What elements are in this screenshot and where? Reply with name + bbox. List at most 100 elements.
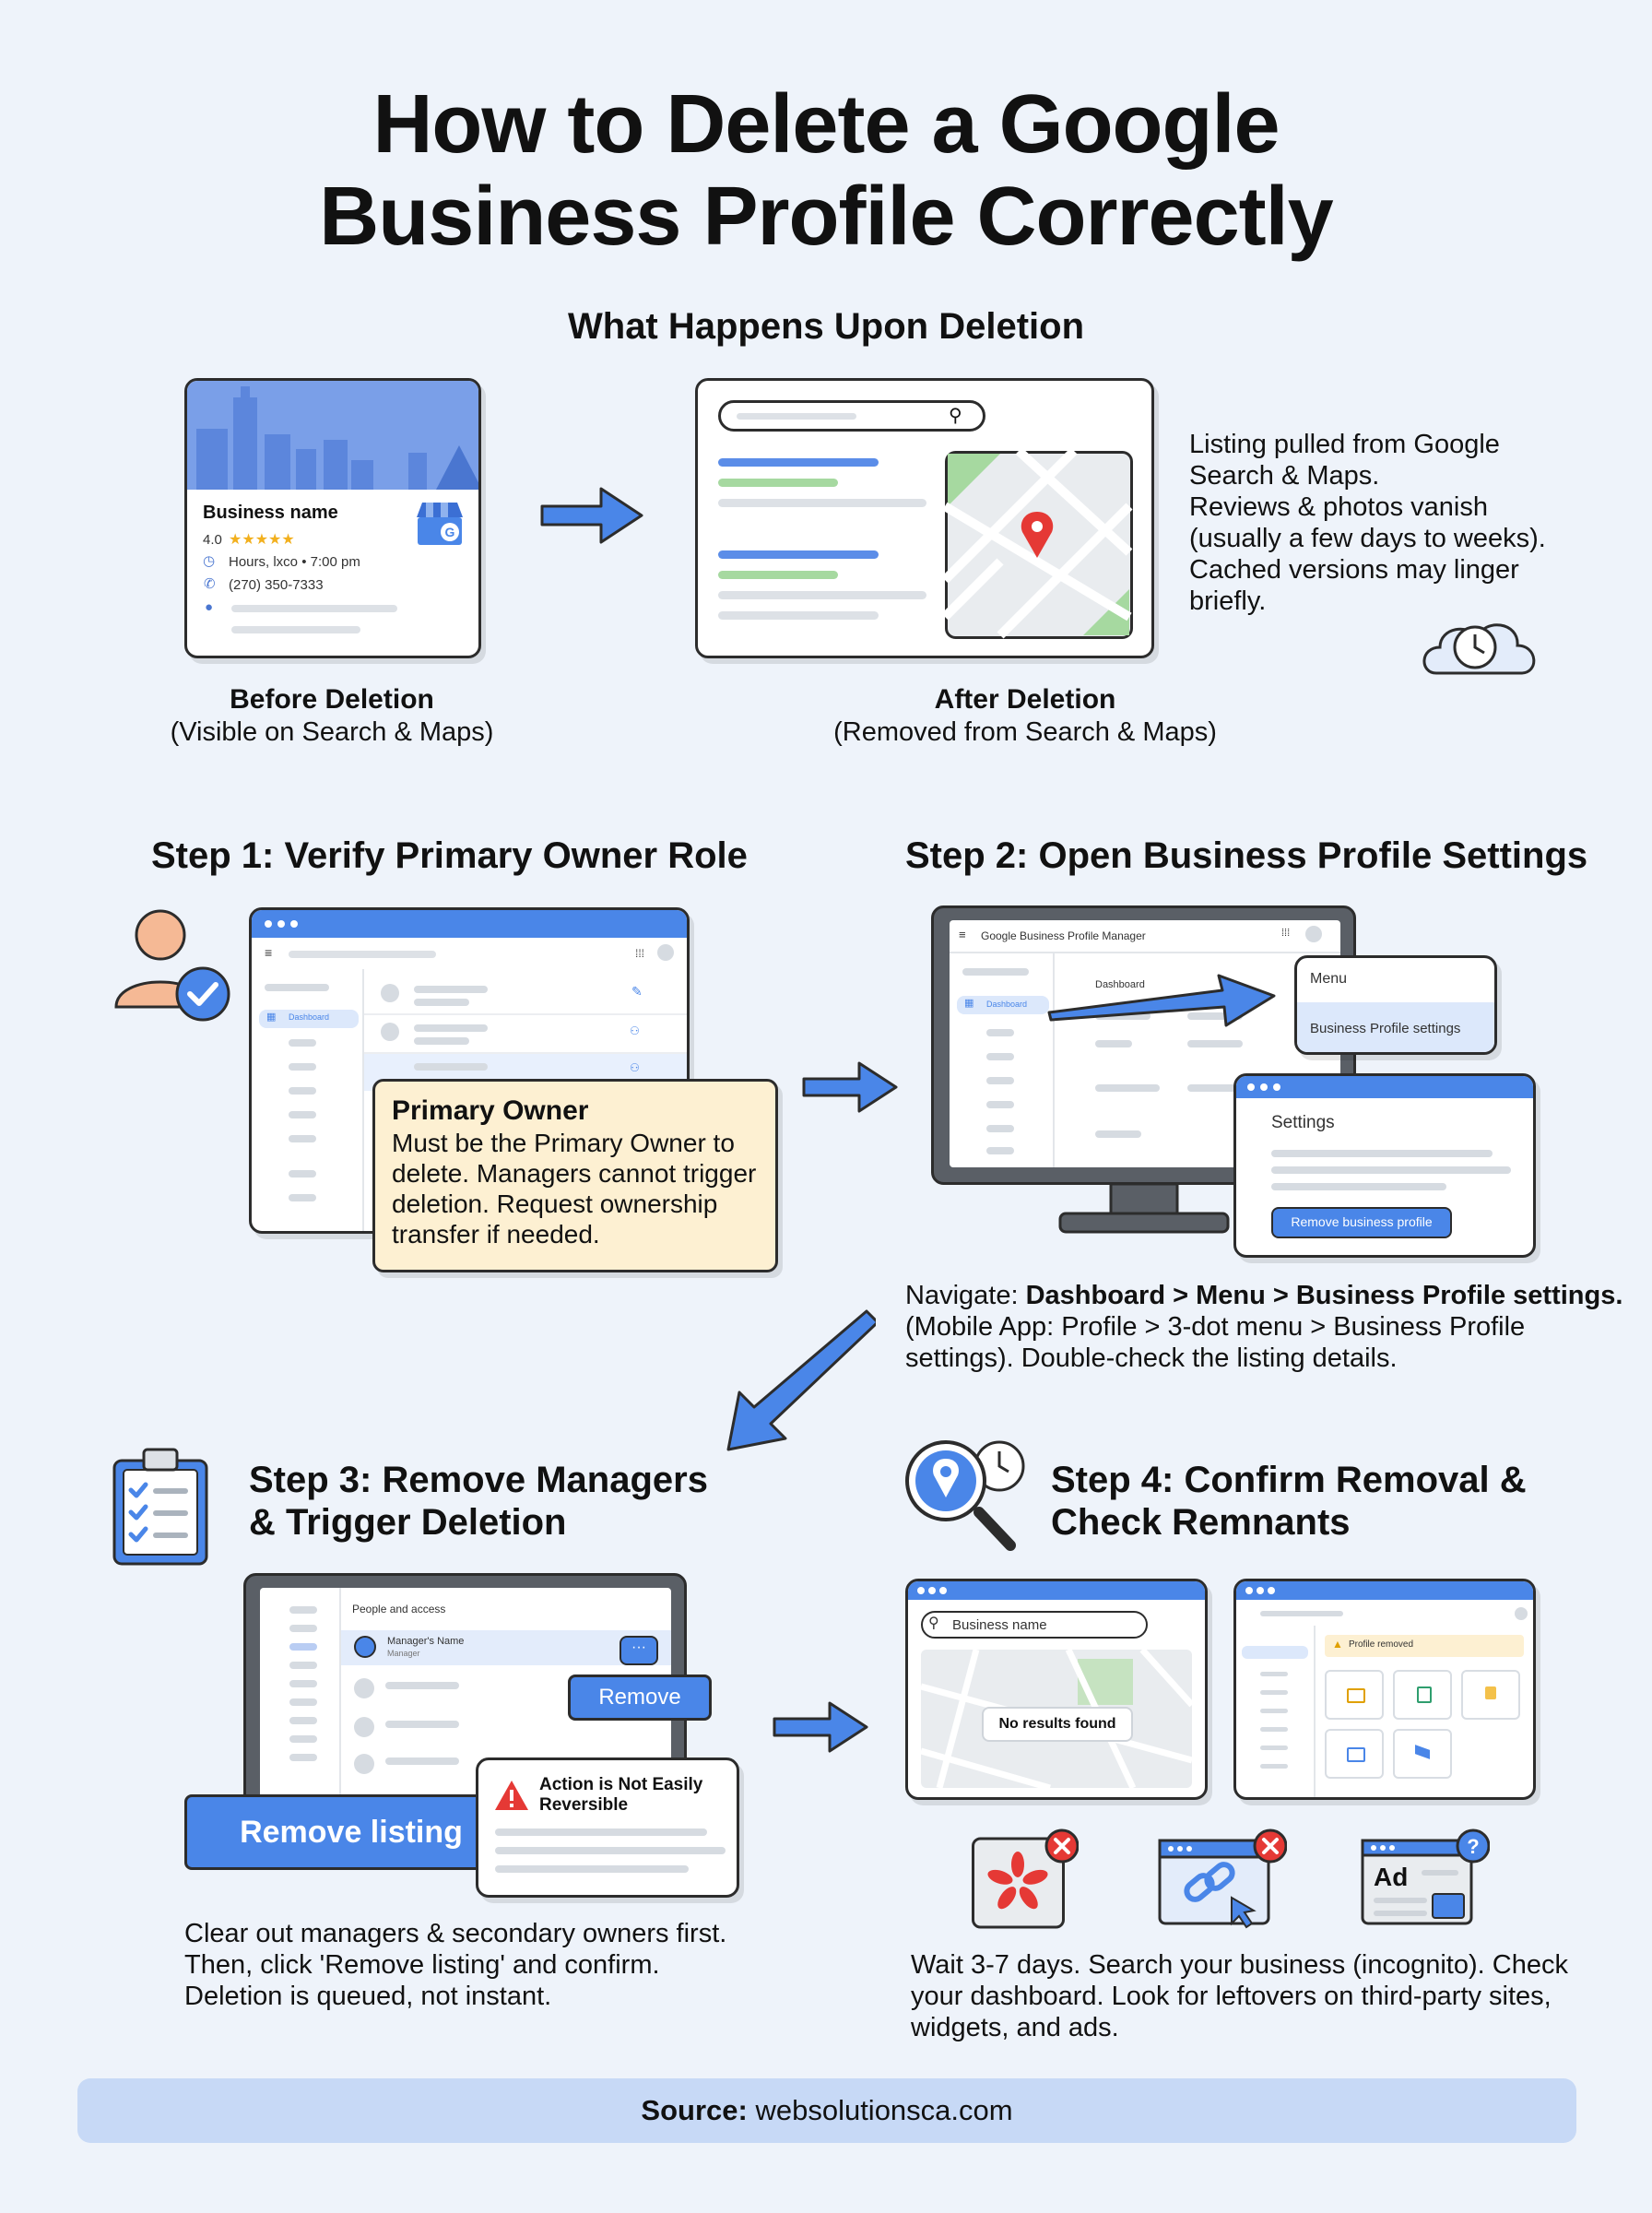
page-title-line-2: Business Profile Correctly — [319, 171, 1333, 263]
map-illustration — [945, 451, 1133, 639]
step2-title: Step 2: Open Business Profile Settings — [905, 835, 1588, 876]
avatar — [381, 1023, 399, 1041]
sidebar-row — [289, 1680, 317, 1687]
content-placeholder — [1095, 1130, 1141, 1138]
avatar — [381, 984, 399, 1002]
remove-business-profile-button[interactable]: Remove business profile — [1271, 1207, 1452, 1238]
sidebar-item-dashboard[interactable] — [957, 996, 1049, 1014]
nav-prefix: Navigate: — [905, 1281, 1026, 1310]
window-dot — [290, 920, 298, 928]
edit-icon[interactable]: ✎ — [631, 984, 643, 999]
content-row — [364, 976, 687, 1015]
tile-icon — [1347, 1688, 1365, 1703]
sidebar-row — [1260, 1709, 1288, 1713]
after-deletion-card: ⚲ — [695, 378, 1154, 658]
result-line-2 — [718, 479, 838, 487]
broken-link-widget-icon — [1158, 1828, 1287, 1929]
avatar — [1515, 1607, 1528, 1620]
user-settings-icon[interactable]: ⚇ — [630, 1061, 640, 1074]
warning-icon: ▲ — [1332, 1638, 1343, 1651]
search-input-value: Business name — [952, 1617, 1047, 1633]
source-value[interactable]: websolutionsca.com — [755, 2094, 1013, 2126]
sidebar-row — [289, 1606, 317, 1614]
settings-title: Settings — [1271, 1113, 1335, 1132]
app-title: Google Business Profile Manager — [981, 929, 1146, 942]
arrow-right-icon — [540, 487, 643, 544]
step2-nav-line-2: (Mobile App: Profile > 3-dot menu > Busi… — [905, 1312, 1526, 1342]
sidebar-divider — [1053, 953, 1055, 1167]
menu-item-business-profile-settings[interactable] — [1297, 1002, 1494, 1052]
avatar — [354, 1678, 374, 1698]
content-placeholder — [1095, 1012, 1150, 1020]
avatar — [657, 944, 674, 961]
sidebar-row — [289, 1625, 317, 1632]
business-name: Business name — [203, 503, 338, 523]
warning-placeholder — [495, 1828, 707, 1836]
content-placeholder — [1095, 1040, 1132, 1047]
panel-heading: Dashboard — [1095, 979, 1145, 990]
content-placeholder — [1187, 1084, 1243, 1092]
ad-label: Ad — [1374, 1863, 1409, 1891]
more-options-button[interactable]: ··· — [620, 1636, 658, 1665]
toolbar-placeholder — [1260, 1611, 1343, 1616]
nav-path: Dashboard > Menu > Business Profile sett… — [1025, 1281, 1623, 1310]
step4-line-1: Wait 3-7 days. Search your business (inc… — [911, 1950, 1568, 1980]
warning-dialog: Action is Not Easily Reversible — [476, 1757, 739, 1898]
dashboard-icon: ▦ — [964, 998, 974, 1009]
content-placeholder — [414, 1037, 469, 1045]
avatar — [354, 1717, 374, 1737]
window-dot — [1260, 1083, 1268, 1091]
header-divider — [950, 952, 1340, 953]
result-line-4 — [718, 550, 879, 559]
remove-manager-button[interactable]: Remove — [568, 1675, 712, 1721]
menu-item-label: Business Profile settings — [1310, 1021, 1461, 1036]
dashboard-window: ▲ Profile removed — [1233, 1579, 1536, 1800]
menu-icon: ≡ — [959, 928, 966, 941]
search-input[interactable] — [921, 1611, 1148, 1639]
result-line-1 — [718, 458, 879, 467]
city-skyline-illustration — [187, 381, 478, 490]
tooltip-line-2: delete. Managers cannot trigger — [392, 1159, 757, 1188]
sidebar-row — [265, 984, 329, 991]
deletion-note-line-2: Search & Maps. — [1189, 461, 1380, 491]
avatar — [354, 1754, 374, 1774]
tile — [1393, 1729, 1452, 1779]
avatar — [1305, 926, 1322, 942]
tile-icon — [1415, 1745, 1430, 1759]
step3-line-1: Clear out managers & secondary owners fi… — [184, 1919, 727, 1948]
remove-listing-button[interactable]: Remove listing — [184, 1794, 518, 1870]
result-line-5 — [718, 571, 838, 579]
clipboard-checklist-icon — [112, 1448, 208, 1566]
before-deletion-card: Business name 4.0 ★★★★★ ◷ Hours, lxco • … — [184, 378, 481, 658]
window-dot — [1245, 1587, 1253, 1594]
location-pin-icon: ● — [205, 599, 214, 615]
tooltip-title: Primary Owner — [392, 1095, 589, 1126]
apps-grid-icon: ⁞⁞⁞ — [1281, 928, 1291, 939]
window-dot — [1247, 1083, 1255, 1091]
sidebar-item-dashboard[interactable] — [1242, 1646, 1308, 1659]
clock-icon: ◷ — [203, 553, 216, 569]
sidebar-row — [289, 1170, 316, 1178]
tile — [1325, 1670, 1384, 1720]
address-placeholder-2 — [231, 626, 360, 633]
pointer-arrow-icon — [1047, 974, 1276, 1027]
sidebar-row — [1260, 1672, 1288, 1676]
before-caption-sub: (Visible on Search & Maps) — [170, 717, 494, 747]
people-access-header: People and access — [352, 1603, 446, 1615]
result-line-6 — [718, 591, 926, 599]
sidebar-row-active — [289, 1643, 317, 1651]
step4-description: Wait 3-7 days. Search your business (inc… — [911, 1949, 1611, 2043]
business-hours: Hours, lxco • 7:00 pm — [229, 554, 360, 570]
user-settings-icon[interactable]: ⚇ — [630, 1024, 640, 1037]
sidebar-item-dashboard[interactable] — [259, 1010, 359, 1028]
sidebar-row — [289, 1039, 316, 1047]
step3-description: Clear out managers & secondary owners fi… — [184, 1918, 848, 2012]
result-line-7 — [718, 611, 879, 620]
warning-triangle-icon — [495, 1781, 528, 1810]
source-label: Source: — [641, 2094, 748, 2126]
settings-placeholder — [1271, 1166, 1511, 1174]
sidebar-row — [1260, 1690, 1288, 1695]
sidebar-row — [289, 1717, 317, 1724]
content-row — [364, 1015, 687, 1054]
tile — [1393, 1670, 1452, 1720]
